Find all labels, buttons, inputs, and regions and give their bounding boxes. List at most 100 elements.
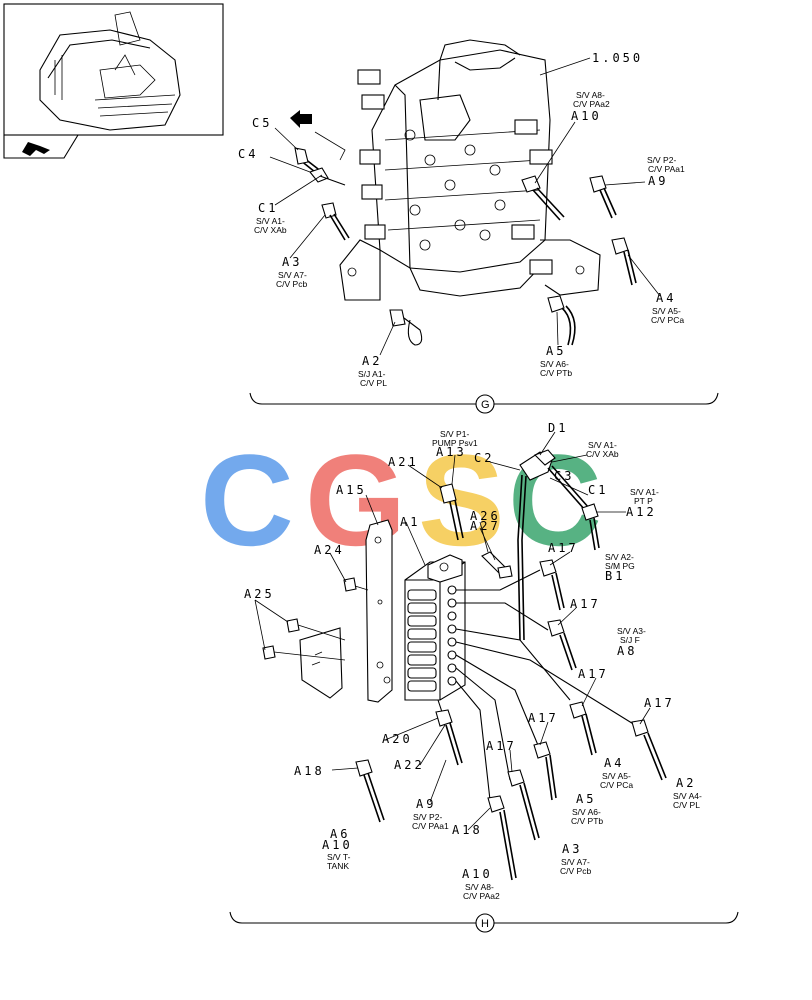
g-callout-a3: A3 [282,255,302,269]
g-a4-desc-1: S/V A5- [652,306,681,316]
h-callout-a27: A27 [470,519,501,533]
g-a2-desc-1: S/J A1- [358,369,386,379]
g-callout-a2: A2 [362,354,382,368]
manifold-block [404,554,466,701]
g-callout-c5: C5 [252,116,272,130]
h-d1-desc-2: C/V XAb [586,449,619,459]
g-a10-desc-2: C/V PAa2 [573,99,610,109]
h-callout-a12: A12 [626,505,657,519]
h-callout-a10-2: A10 [462,867,493,881]
h-callout-a17-3: A17 [578,667,609,681]
h-callout-a18-1: A18 [294,764,325,778]
h-callout-a24: A24 [314,543,345,557]
section-g-marker [475,394,495,414]
g-ref-1050: 1.050 [592,51,643,65]
h-a3-desc-2: C/V Pcb [560,866,591,876]
h-callout-d1: D1 [548,421,568,435]
h-callout-a10: A10 [322,838,353,852]
h-callout-a17-4: A17 [644,696,675,710]
g-callout-a4: A4 [656,291,676,305]
h-a6-desc-2: TANK [327,861,349,871]
h-callout-a15: A15 [336,483,367,497]
h-callout-a17-2: A17 [570,597,601,611]
g-callout-c4: C4 [238,147,258,161]
bracket-plate [365,519,393,703]
cgsc-watermark: C G S C [200,427,602,573]
direction-arrow-icon [290,110,312,128]
h-callout-a1: A1 [400,515,420,529]
g-callout-a9: A9 [648,174,668,188]
h-callout-a17-1: A17 [548,541,579,555]
h-a6-desc-1: S/V T- [327,852,351,862]
h-a2-desc-2: C/V PL [673,800,700,810]
h-a8-desc-2: S/J F [620,635,640,645]
h-pump-desc-2: PUMP Psv1 [432,438,478,448]
control-valve-block [339,39,601,301]
g-c1-desc-2: C/V XAb [254,225,287,235]
h-a5-desc-2: C/V PTb [571,816,603,826]
g-c1-desc-1: S/V A1- [256,216,285,226]
g-a3-desc-1: S/V A7- [278,270,307,280]
g-callout-a5: A5 [546,344,566,358]
watermark-letter-c1: C [200,427,294,573]
g-a3-desc-2: C/V Pcb [276,279,307,289]
h-b1-desc-2: S/M PG [605,561,635,571]
h-a10-2-desc-1: S/V A8- [465,882,494,892]
section-h-marker [475,913,495,933]
cover-plate [299,627,343,699]
h-a9-desc-2: C/V PAa1 [412,821,449,831]
g-callout-c1: C1 [258,201,278,215]
h-callout-a20: A20 [382,732,413,746]
h-callout-a2: A2 [676,776,696,790]
h-a2-desc-1: S/V A4- [673,791,702,801]
section-g: 1.050 C5 C4 C1 S/V A1- C/V XAb A3 S/V A7… [238,39,719,414]
h-callout-a9: A9 [416,797,436,811]
watermark-letter-c2: C [508,427,602,573]
h-a9-desc-1: S/V P2- [413,812,442,822]
h-a4-desc-2: C/V PCa [600,780,633,790]
h-callout-c1: C1 [588,483,608,497]
g-a5-desc-2: C/V PTb [540,368,572,378]
h-callout-a17-5: A17 [528,711,559,725]
watermark-letter-s: S [418,427,505,573]
g-a9-desc-1: S/V P2- [647,155,676,165]
section-h: S/V P1- PUMP Psv1 D1 S/V A1- C/V XAb A21… [229,421,739,933]
h-callout-b1: B1 [605,569,625,583]
machine-thumbnail [3,3,224,136]
h-callout-a4: A4 [604,756,624,770]
section-g-label: G [481,399,490,411]
g-a10-desc-1: S/V A8- [576,90,605,100]
h-a3-desc-1: S/V A7- [561,857,590,867]
h-c1-desc-2: PT P [634,496,653,506]
g-a5-desc-1: S/V A6- [540,359,569,369]
h-callout-a5: A5 [576,792,596,806]
h-a5-desc-1: S/V A6- [572,807,601,817]
h-d1-desc-1: S/V A1- [588,440,617,450]
h-callout-a8: A8 [617,644,637,658]
nav-arrow-icon [22,142,50,156]
h-callout-a22: A22 [394,758,425,772]
g-a4-desc-2: C/V PCa [651,315,684,325]
g-callout-a10: A10 [571,109,602,123]
g-a2-desc-2: C/V PL [360,378,387,388]
h-callout-a6: A6 [330,827,350,841]
h-callout-c2: C2 [474,451,494,465]
section-h-label: H [481,918,489,930]
h-pump-desc-1: S/V P1- [440,429,469,439]
h-callout-a13: A13 [436,445,467,459]
h-callout-a3: A3 [562,842,582,856]
g-a9-desc-2: C/V PAa1 [648,164,685,174]
h-callout-c3: C3 [554,469,574,483]
h-callout-a21: A21 [388,455,419,469]
h-callout-a18-2: A18 [452,823,483,837]
h-callout-a17-6: A17 [486,739,517,753]
h-callout-a25: A25 [244,587,275,601]
nav-tab[interactable] [3,134,79,159]
h-b1-desc-1: S/V A2- [605,552,634,562]
h-a8-desc-1: S/V A3- [617,626,646,636]
h-a10-2-desc-2: C/V PAa2 [463,891,500,901]
h-c1-desc-1: S/V A1- [630,487,659,497]
h-callout-a26: A26 [470,509,501,523]
h-a4-desc-1: S/V A5- [602,771,631,781]
